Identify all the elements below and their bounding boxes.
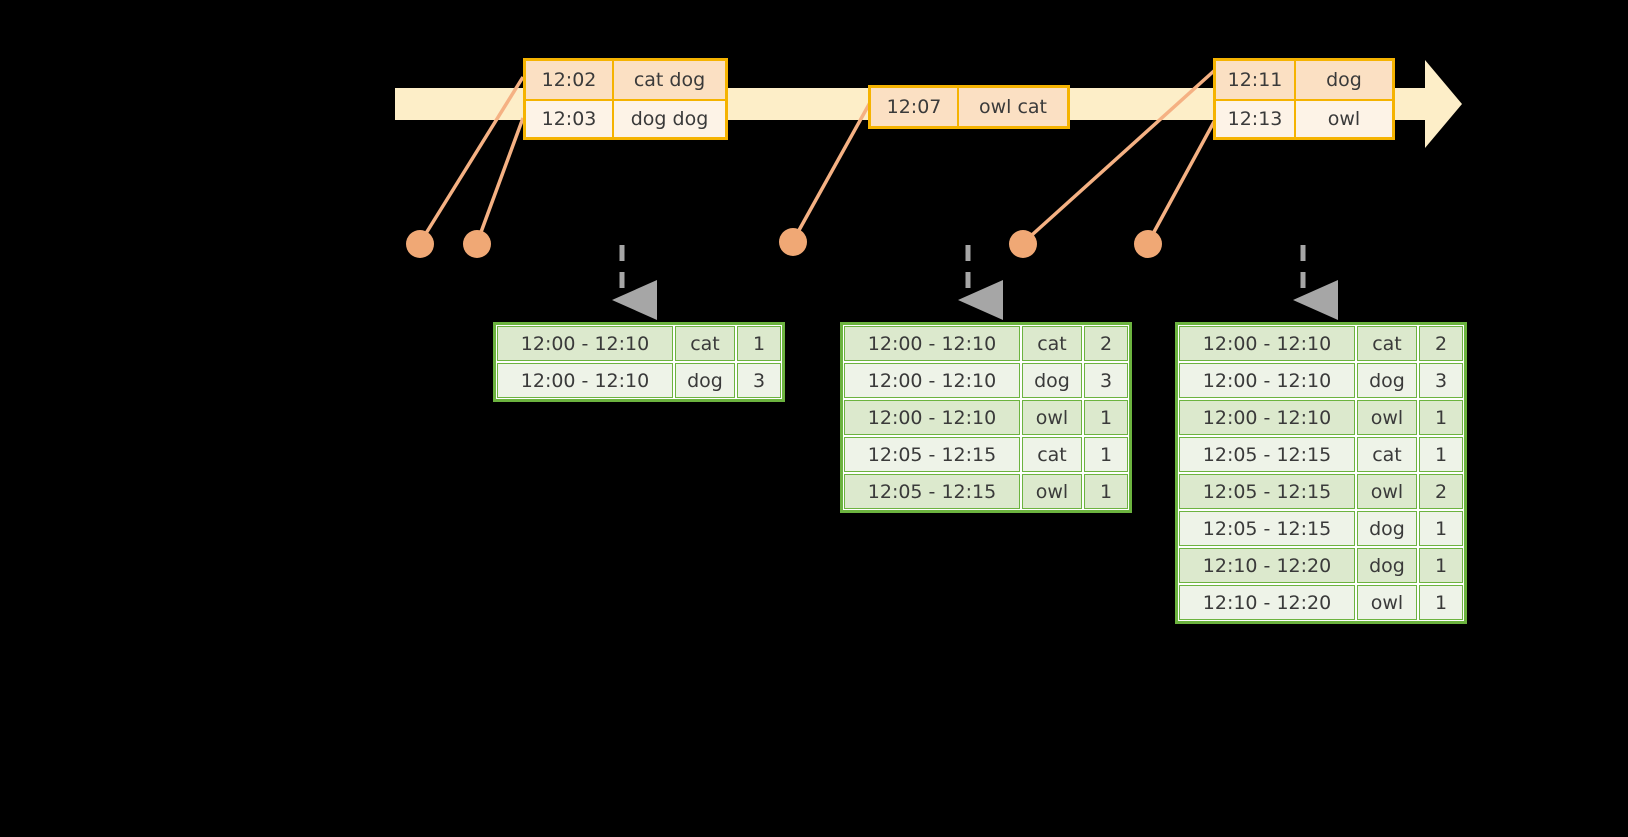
count-cell: 1: [1419, 437, 1463, 472]
count-cell: 3: [1084, 363, 1128, 398]
event-row[interactable]: 12:13 owl: [1216, 99, 1392, 137]
table-row[interactable]: 12:05 - 12:15 owl 1: [843, 473, 1129, 510]
window-cell: 12:10 - 12:20: [1179, 548, 1355, 583]
result-table-2[interactable]: 12:00 - 12:10 cat 2 12:00 - 12:10 dog 3 …: [840, 322, 1132, 513]
event-group-1[interactable]: 12:02 cat dog 12:03 dog dog: [523, 58, 728, 140]
count-cell: 1: [1084, 437, 1128, 472]
flow-arrows: [612, 245, 1338, 320]
key-cell: dog: [675, 363, 735, 398]
event-marker-dot: [1134, 230, 1162, 258]
count-cell: 2: [1419, 474, 1463, 509]
count-cell: 1: [1419, 548, 1463, 583]
event-time: 12:03: [526, 101, 614, 137]
key-cell: cat: [1357, 437, 1417, 472]
event-group-2[interactable]: 12:07 owl cat: [868, 85, 1070, 129]
key-cell: dog: [1022, 363, 1082, 398]
count-cell: 1: [1419, 400, 1463, 435]
key-cell: cat: [1022, 437, 1082, 472]
event-group-3[interactable]: 12:11 dog 12:13 owl: [1213, 58, 1395, 140]
count-cell: 1: [1419, 585, 1463, 620]
event-value: dog dog: [614, 101, 725, 137]
key-cell: dog: [1357, 363, 1417, 398]
event-row[interactable]: 12:03 dog dog: [526, 99, 725, 137]
table-row[interactable]: 12:00 - 12:10 dog 3: [1178, 362, 1464, 399]
count-cell: 1: [1084, 474, 1128, 509]
table-row[interactable]: 12:05 - 12:15 cat 1: [1178, 436, 1464, 473]
event-time: 12:07: [871, 88, 959, 126]
window-cell: 12:00 - 12:10: [844, 326, 1020, 361]
window-cell: 12:00 - 12:10: [497, 326, 673, 361]
window-cell: 12:05 - 12:15: [1179, 511, 1355, 546]
event-marker-dot: [406, 230, 434, 258]
key-cell: dog: [1357, 548, 1417, 583]
window-cell: 12:05 - 12:15: [1179, 474, 1355, 509]
event-marker-dot: [779, 228, 807, 256]
window-cell: 12:00 - 12:10: [497, 363, 673, 398]
table-row[interactable]: 12:10 - 12:20 dog 1: [1178, 547, 1464, 584]
event-time: 12:11: [1216, 61, 1296, 99]
table-row[interactable]: 12:00 - 12:10 owl 1: [1178, 399, 1464, 436]
count-cell: 1: [1084, 400, 1128, 435]
key-cell: owl: [1357, 474, 1417, 509]
result-table-1[interactable]: 12:00 - 12:10 cat 1 12:00 - 12:10 dog 3: [493, 322, 785, 402]
event-row[interactable]: 12:02 cat dog: [526, 61, 725, 99]
event-time: 12:02: [526, 61, 614, 99]
count-cell: 3: [737, 363, 781, 398]
event-marker-dot: [463, 230, 491, 258]
key-cell: owl: [1022, 400, 1082, 435]
table-row[interactable]: 12:10 - 12:20 owl 1: [1178, 584, 1464, 621]
count-cell: 1: [737, 326, 781, 361]
key-cell: cat: [675, 326, 735, 361]
window-cell: 12:00 - 12:10: [1179, 400, 1355, 435]
count-cell: 1: [1419, 511, 1463, 546]
key-cell: cat: [1022, 326, 1082, 361]
event-row[interactable]: 12:11 dog: [1216, 61, 1392, 99]
key-cell: owl: [1357, 400, 1417, 435]
count-cell: 3: [1419, 363, 1463, 398]
window-cell: 12:05 - 12:15: [844, 437, 1020, 472]
table-row[interactable]: 12:05 - 12:15 owl 2: [1178, 473, 1464, 510]
event-value: owl cat: [959, 88, 1067, 126]
event-marker-dots: [406, 228, 1162, 258]
event-value: cat dog: [614, 61, 725, 99]
table-row[interactable]: 12:00 - 12:10 dog 3: [496, 362, 782, 399]
table-row[interactable]: 12:05 - 12:15 dog 1: [1178, 510, 1464, 547]
table-row[interactable]: 12:00 - 12:10 owl 1: [843, 399, 1129, 436]
window-cell: 12:00 - 12:10: [1179, 363, 1355, 398]
window-cell: 12:00 - 12:10: [844, 363, 1020, 398]
count-cell: 2: [1084, 326, 1128, 361]
result-table-3[interactable]: 12:00 - 12:10 cat 2 12:00 - 12:10 dog 3 …: [1175, 322, 1467, 624]
table-row[interactable]: 12:05 - 12:15 cat 1: [843, 436, 1129, 473]
count-cell: 2: [1419, 326, 1463, 361]
window-cell: 12:05 - 12:15: [844, 474, 1020, 509]
table-row[interactable]: 12:00 - 12:10 cat 2: [1178, 325, 1464, 362]
table-row[interactable]: 12:00 - 12:10 cat 2: [843, 325, 1129, 362]
event-value: dog: [1296, 61, 1392, 99]
event-marker-dot: [1009, 230, 1037, 258]
window-cell: 12:00 - 12:10: [1179, 326, 1355, 361]
key-cell: owl: [1357, 585, 1417, 620]
event-time: 12:13: [1216, 101, 1296, 137]
key-cell: dog: [1357, 511, 1417, 546]
key-cell: cat: [1357, 326, 1417, 361]
window-cell: 12:05 - 12:15: [1179, 437, 1355, 472]
table-row[interactable]: 12:00 - 12:10 dog 3: [843, 362, 1129, 399]
key-cell: owl: [1022, 474, 1082, 509]
event-row[interactable]: 12:07 owl cat: [871, 88, 1067, 126]
window-cell: 12:00 - 12:10: [844, 400, 1020, 435]
window-cell: 12:10 - 12:20: [1179, 585, 1355, 620]
event-value: owl: [1296, 101, 1392, 137]
table-row[interactable]: 12:00 - 12:10 cat 1: [496, 325, 782, 362]
